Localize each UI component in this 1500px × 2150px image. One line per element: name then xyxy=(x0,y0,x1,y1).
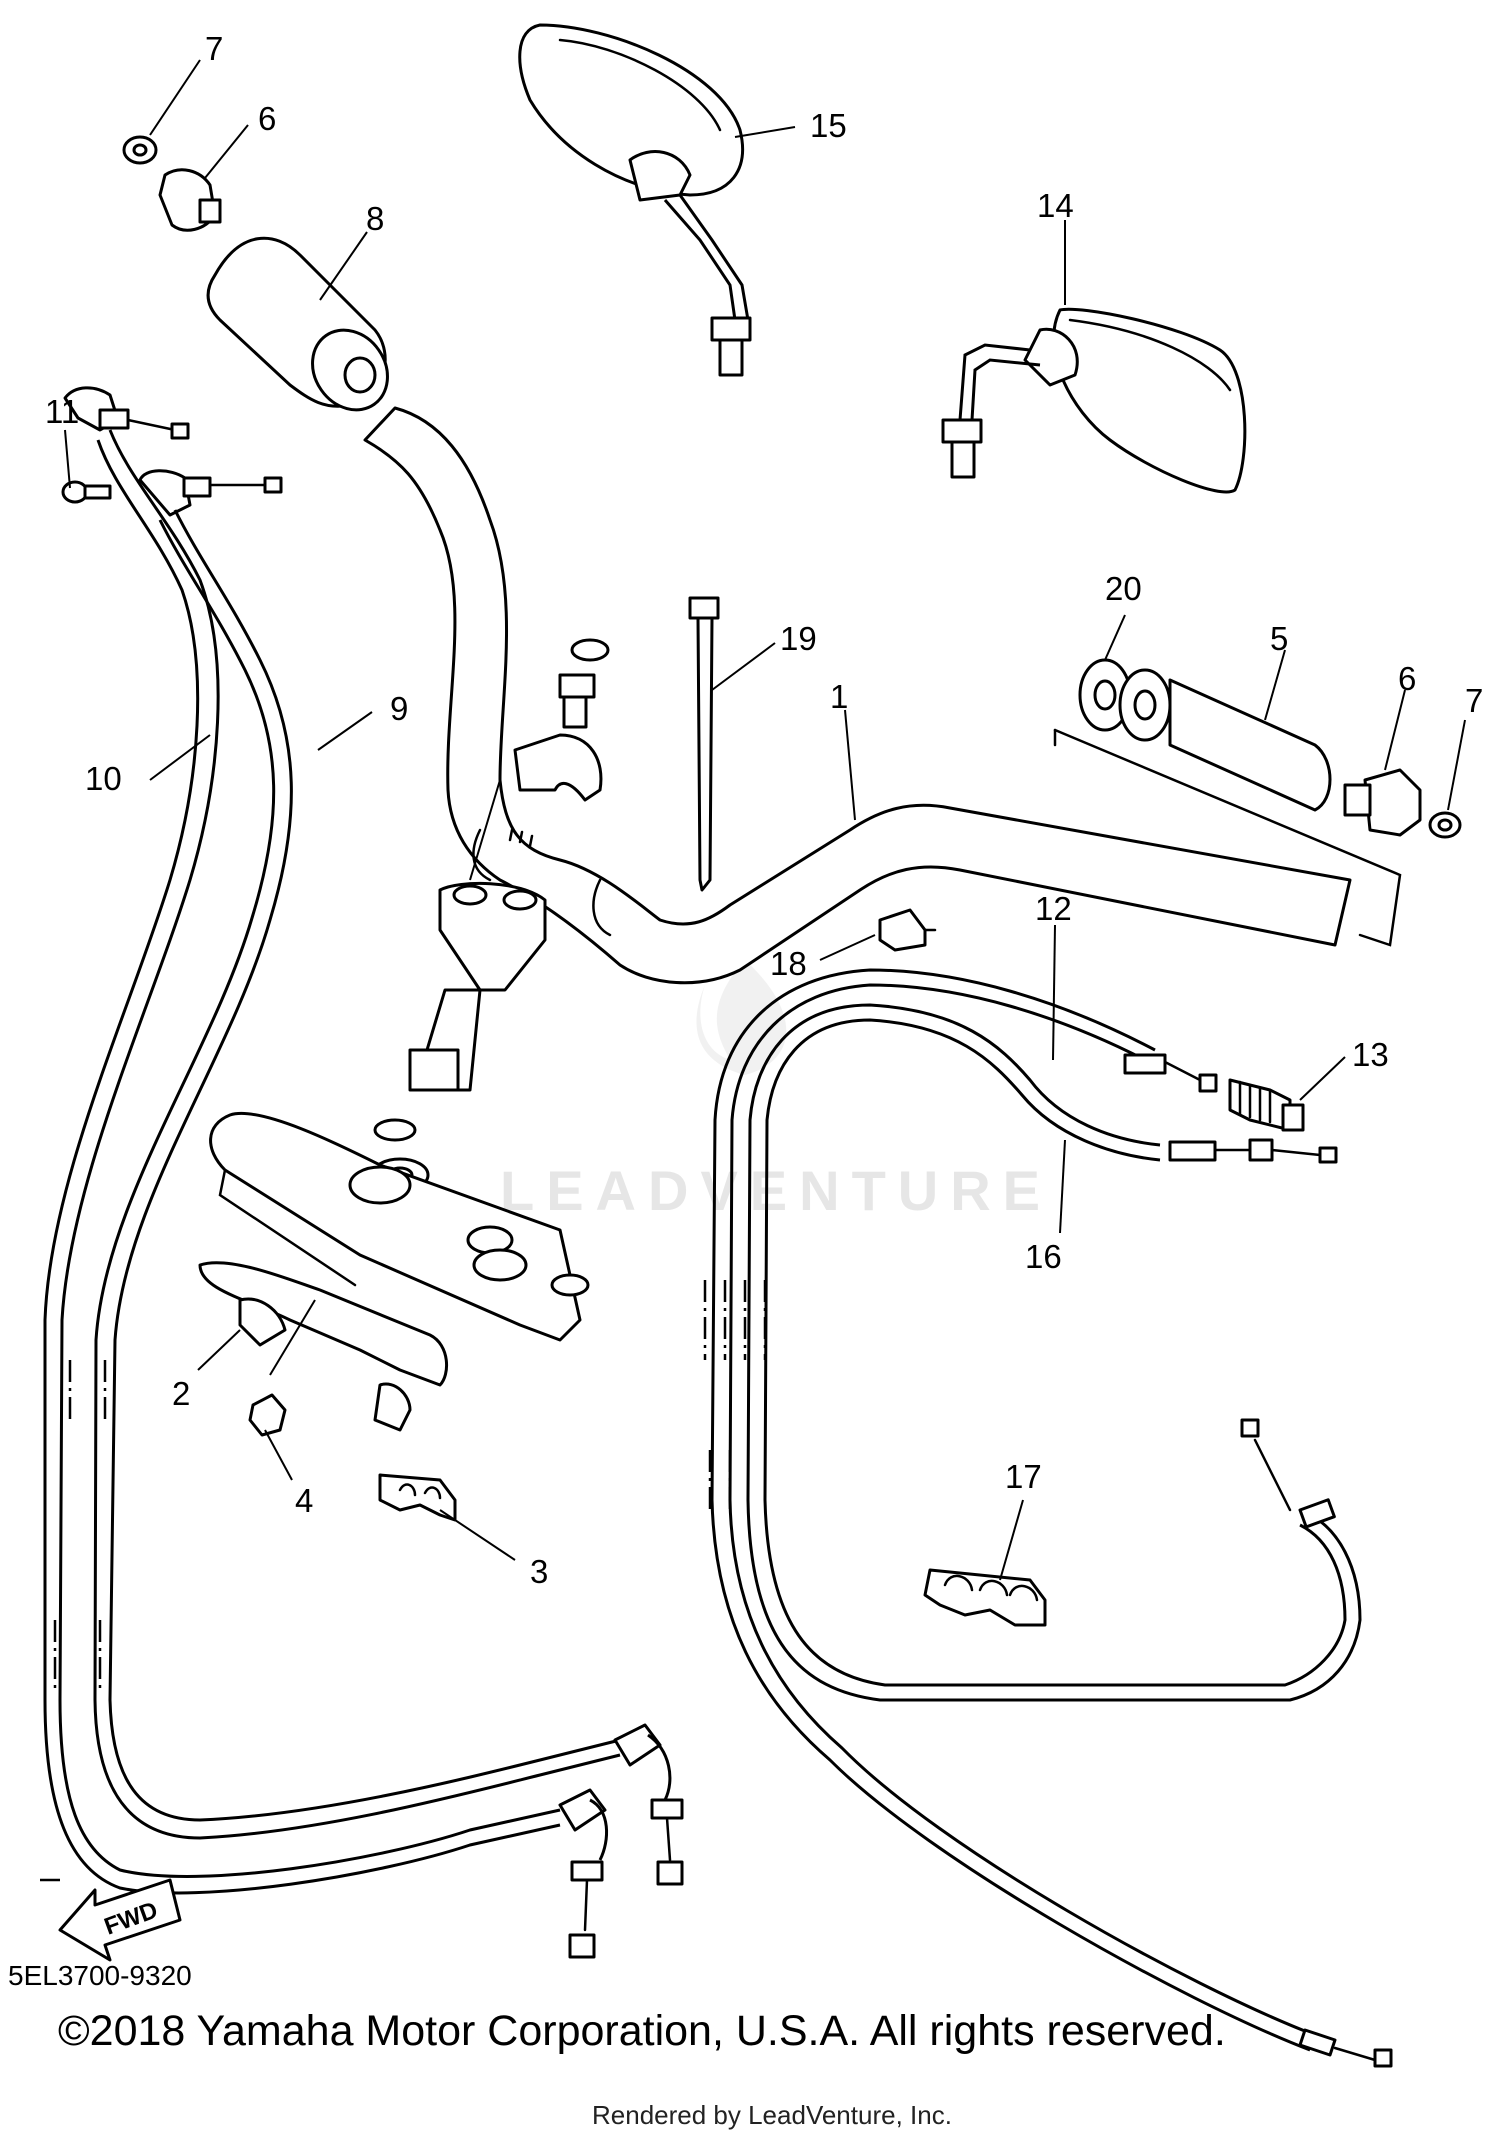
leader-lines xyxy=(64,59,1466,1581)
cable-holder xyxy=(923,1568,1047,1627)
callout-18: 18 xyxy=(770,945,807,982)
callout-7-left: 7 xyxy=(205,30,223,67)
right-grip-nut xyxy=(1428,811,1462,839)
cable-tie xyxy=(688,596,720,892)
callout-2: 2 xyxy=(172,1375,190,1412)
upper-bracket xyxy=(209,1112,590,1342)
callouts: 7 6 8 15 14 11 20 19 5 6 7 1 9 10 12 18 … xyxy=(45,30,1483,1590)
callout-15: 15 xyxy=(810,107,847,144)
callout-16: 16 xyxy=(1025,1238,1062,1275)
right-grip-end xyxy=(1343,768,1422,837)
throttle-cables xyxy=(40,386,684,1959)
clamp-18 xyxy=(878,908,937,952)
upper-handlebar-holder xyxy=(513,733,603,802)
drawing-code: 5EL3700-9320 xyxy=(8,1960,192,1991)
clutch-cables xyxy=(703,968,1393,2068)
callout-6-right: 6 xyxy=(1398,660,1416,697)
clamp-3 xyxy=(378,1473,457,1522)
callout-12: 12 xyxy=(1035,890,1072,927)
spacer-washers xyxy=(1078,658,1172,742)
mirror-left xyxy=(518,23,752,377)
callout-9: 9 xyxy=(390,690,408,727)
bolt xyxy=(558,638,610,729)
callout-1: 1 xyxy=(830,678,848,715)
forward-arrow-icon: FWD xyxy=(58,1878,182,1962)
copyright-notice: ©2018 Yamaha Motor Corporation, U.S.A. A… xyxy=(58,2007,1226,2055)
callout-19: 19 xyxy=(780,620,817,657)
callout-3: 3 xyxy=(530,1553,548,1590)
rendered-by-note: Rendered by LeadVenture, Inc. xyxy=(592,2100,952,2130)
plate xyxy=(198,1261,449,1432)
callout-6-left: 6 xyxy=(258,100,276,137)
callout-20: 20 xyxy=(1105,570,1142,607)
left-grip xyxy=(206,236,389,412)
cable-adjuster xyxy=(1228,1078,1305,1132)
callout-8: 8 xyxy=(366,200,384,237)
handlebar xyxy=(363,406,1352,985)
callout-17: 17 xyxy=(1005,1458,1042,1495)
left-grip-end xyxy=(158,168,222,232)
callout-5: 5 xyxy=(1270,620,1288,657)
right-grip xyxy=(1053,678,1402,947)
callout-4: 4 xyxy=(295,1482,313,1519)
watermark: LEADVENTURE xyxy=(500,1159,1052,1222)
callout-11: 11 xyxy=(45,393,79,430)
callout-14: 14 xyxy=(1037,187,1074,224)
callout-7-right: 7 xyxy=(1465,682,1483,719)
callout-10: 10 xyxy=(85,760,122,797)
lower-handlebar-holder xyxy=(370,779,547,1193)
nut xyxy=(248,1393,287,1437)
mirror-right xyxy=(941,307,1247,494)
watermark-flame-icon xyxy=(696,960,787,1075)
callout-13: 13 xyxy=(1352,1036,1389,1073)
left-grip-nut xyxy=(122,135,158,165)
